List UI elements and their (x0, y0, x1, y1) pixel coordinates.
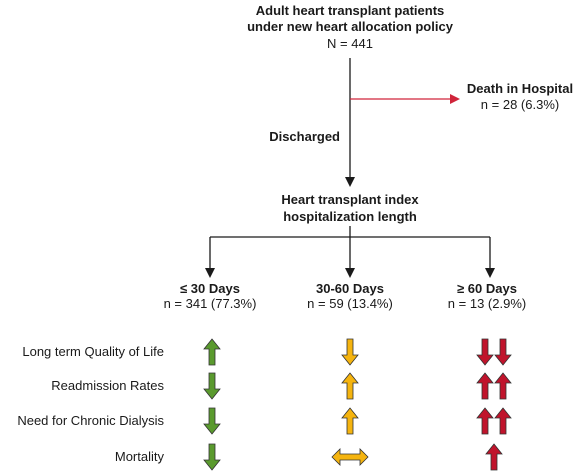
top-count: N = 441 (327, 36, 373, 51)
indicator-quality-mid-down-arrow-icon (341, 338, 359, 366)
indicator-dialysis-short-down-arrow-icon (203, 407, 221, 435)
indicator-layer (203, 338, 512, 471)
indicator-quality-long-down-arrow-icon-1 (476, 338, 494, 366)
indicator-quality-long-down-arrow-icon-2 (494, 338, 512, 366)
indicator-readmission-short-down-arrow-icon (203, 372, 221, 400)
group-long-title: ≥ 60 Days (457, 281, 517, 296)
middle-line2: hospitalization length (283, 209, 417, 224)
outcome-label-readmission: Readmission Rates (51, 378, 164, 393)
group-mid-count: n = 59 (13.4%) (307, 296, 393, 311)
group-long: ≥ 60 Days n = 13 (2.9%) (412, 281, 562, 311)
indicator-quality-short-up-arrow-icon (203, 338, 221, 366)
death-count: n = 28 (6.3%) (480, 97, 560, 112)
indicator-mortality-mid-left-right-arrow-icon (331, 448, 369, 466)
discharged-label: Discharged (269, 129, 340, 144)
group-short-title: ≤ 30 Days (180, 281, 240, 296)
indicator-dialysis-long-up-arrow-icon-2 (494, 407, 512, 435)
group-short: ≤ 30 Days n = 341 (77.3%) (135, 281, 285, 311)
indicator-readmission-long-up-arrow-icon-1 (476, 372, 494, 400)
top-title-line1: Adult heart transplant patients (255, 3, 445, 18)
group-mid: 30-60 Days n = 59 (13.4%) (275, 281, 425, 311)
middle-line1: Heart transplant index (281, 192, 419, 207)
group-mid-title: 30-60 Days (316, 281, 384, 296)
death-title: Death in Hospital (466, 81, 574, 96)
top-title-line2: under new heart allocation policy (247, 19, 453, 34)
indicator-readmission-mid-up-arrow-icon (341, 372, 359, 400)
outcome-label-quality: Long term Quality of Life (22, 344, 164, 359)
outcome-label-mortality: Mortality (114, 449, 164, 464)
indicator-readmission-long-up-arrow-icon-2 (494, 372, 512, 400)
indicator-dialysis-long-up-arrow-icon-1 (476, 407, 494, 435)
indicator-mortality-long-up-arrow-icon (485, 443, 503, 471)
group-short-count: n = 341 (77.3%) (163, 296, 257, 311)
outcome-label-dialysis: Need for Chronic Dialysis (17, 413, 164, 428)
indicator-dialysis-mid-up-arrow-icon (341, 407, 359, 435)
indicator-mortality-short-down-arrow-icon (203, 443, 221, 471)
group-long-count: n = 13 (2.9%) (447, 296, 527, 311)
